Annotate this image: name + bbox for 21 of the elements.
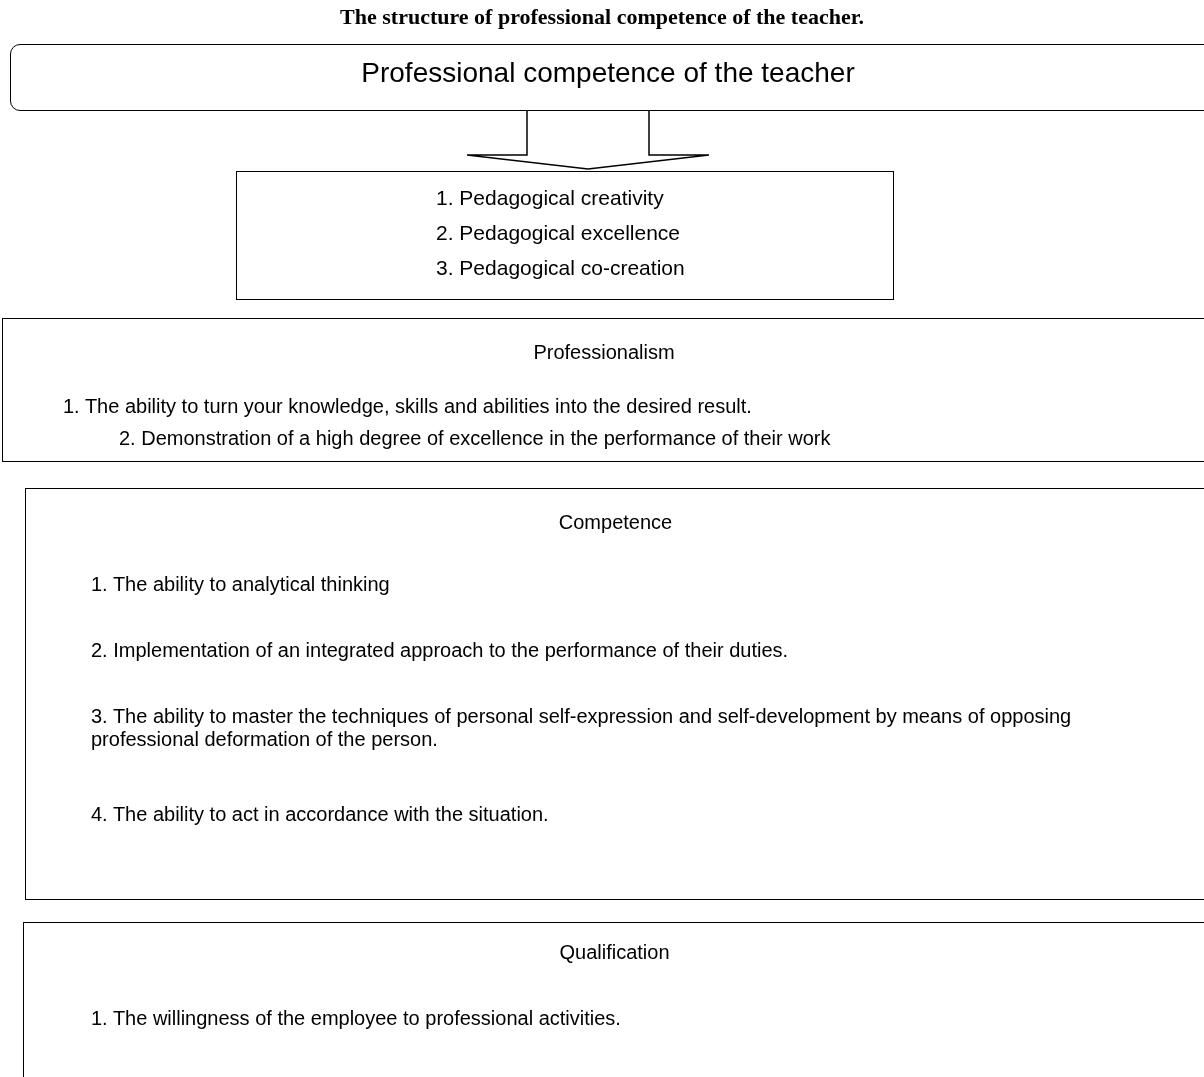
box-heading: Competence: [557, 511, 674, 534]
text-box: [25, 488, 1204, 900]
list-item: 2. Demonstration of a high degree of excellence in the performance of their work: [119, 427, 831, 450]
text-box: [2, 318, 1204, 462]
box-heading: Qualification: [558, 941, 671, 964]
list-item: 2. Implementation of an integrated approach to the performance of their duties.: [91, 639, 789, 662]
list-item: 1. The ability to turn your knowledge, skills and abilities into the desired result.: [63, 395, 752, 418]
text-box: [23, 922, 1204, 1077]
list-item: 1. The willingness of the employee to professional activities.: [91, 1007, 621, 1030]
list-item: 3. Pedagogical co-creation: [436, 256, 685, 280]
list-item: 2. Pedagogical excellence: [436, 221, 680, 245]
list-item: 4. The ability to act in accordance with the situation.: [91, 803, 549, 826]
box-heading: Professional competence of the teacher: [360, 57, 856, 89]
diagram-title: The structure of professional competence of the teacher.: [339, 4, 865, 30]
list-item: 1. The ability to analytical thinking: [91, 573, 390, 596]
rounded-box: [10, 44, 1204, 111]
block-arrow: [466, 110, 710, 170]
list-item: 3. The ability to master the techniques of personal self-expression and self-development by means of opposing professional deformation of the person.: [91, 705, 1073, 751]
box-heading: Professionalism: [532, 341, 676, 364]
text-box: [236, 171, 894, 300]
list-item: 1. Pedagogical creativity: [436, 186, 664, 210]
